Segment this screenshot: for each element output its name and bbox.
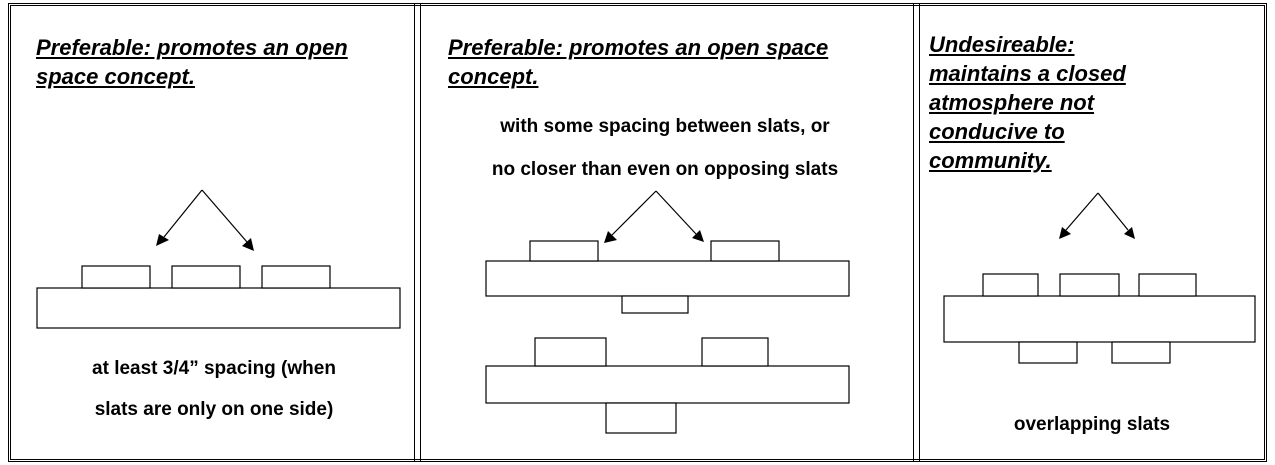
panel-1-slat — [171, 265, 241, 289]
panel-1-diagram — [36, 189, 401, 329]
panel-3-slat — [1111, 341, 1171, 364]
comparison-table — [8, 3, 1267, 462]
panel-1-caption-line-2: slats are only on one side) — [94, 399, 334, 420]
panel-3-slat — [1018, 341, 1078, 364]
panel-2-slat — [710, 240, 780, 262]
panel-2-diagram — [485, 190, 850, 434]
panel-2-slat — [701, 337, 769, 367]
panel-3-slat — [982, 273, 1039, 297]
panel-2-slat — [621, 295, 689, 314]
panel-2-caption-line-1: with some spacing between slats, or — [500, 116, 830, 137]
panel-3-caption: overlapping slats — [1013, 414, 1171, 435]
panel-3-heading: Undesireable: maintains a closed atmosph… — [929, 32, 1126, 173]
panel-3-slat — [1059, 273, 1120, 297]
panel-2-caption-line-2: no closer than even on opposing slats — [491, 159, 839, 180]
panel-2-heading: Preferable: promotes an open space conce… — [448, 35, 829, 89]
panel-1-board — [36, 287, 401, 329]
panel-2-arrows — [604, 190, 704, 243]
panel-2-slat — [534, 337, 607, 367]
panel-1-slat — [261, 265, 331, 289]
panel-3-arrows — [1059, 192, 1135, 239]
panel-1-heading: Preferable: promotes an open space conce… — [36, 35, 348, 89]
panel-1-arrows — [156, 189, 254, 251]
panel-1-slat — [81, 265, 151, 289]
panel-3-diagram — [943, 192, 1256, 364]
column-divider-2 — [913, 3, 920, 462]
panel-2-board-bottom — [485, 365, 850, 404]
panel-2-slat — [605, 402, 677, 434]
panel-1-caption-line-1: at least 3/4” spacing (when — [92, 358, 336, 379]
column-divider-1 — [414, 3, 421, 462]
panel-2-board-top — [485, 260, 850, 297]
panel-3-slat — [1138, 273, 1197, 297]
panel-3-board — [943, 295, 1256, 343]
panel-2-slat — [529, 240, 599, 262]
